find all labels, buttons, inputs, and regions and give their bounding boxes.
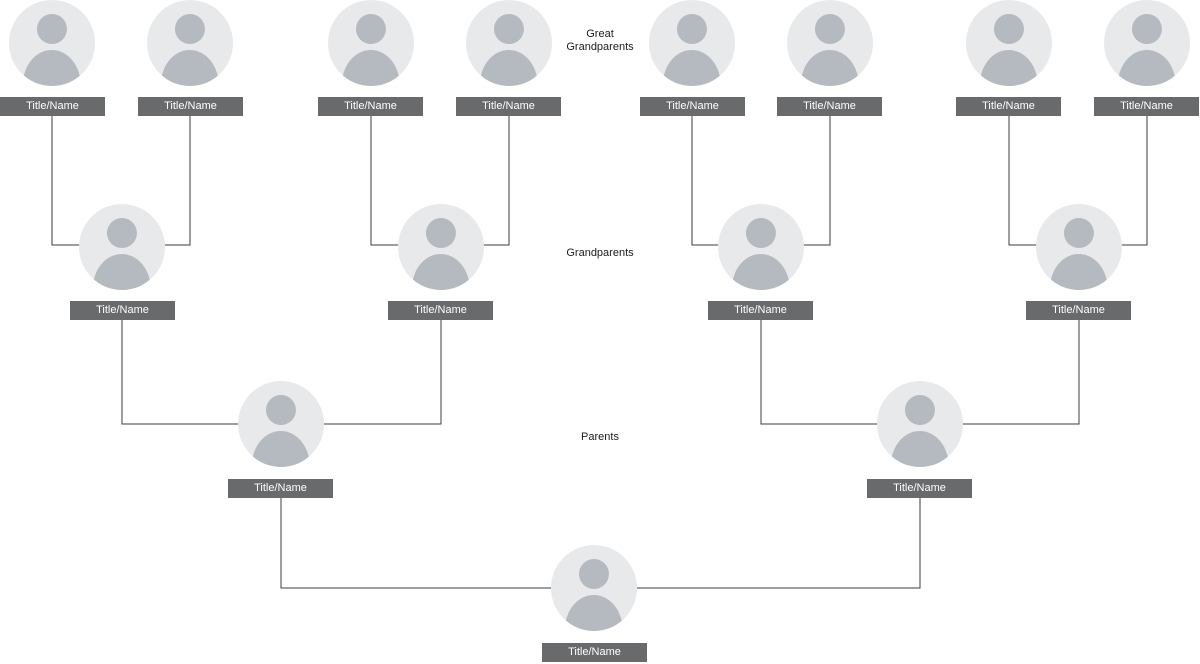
person-avatar[interactable] bbox=[466, 0, 552, 86]
user-silhouette-icon bbox=[966, 0, 1052, 86]
person-avatar[interactable] bbox=[877, 381, 963, 467]
user-silhouette-icon bbox=[238, 381, 324, 467]
person-name-label[interactable]: Title/Name bbox=[456, 97, 561, 116]
person-avatar[interactable] bbox=[787, 0, 873, 86]
person-name-label[interactable]: Title/Name bbox=[956, 97, 1061, 116]
person-avatar[interactable] bbox=[79, 204, 165, 290]
person-name-label[interactable]: Title/Name bbox=[388, 301, 493, 320]
user-silhouette-icon bbox=[787, 0, 873, 86]
person-avatar[interactable] bbox=[551, 545, 637, 631]
person-name-label[interactable]: Title/Name bbox=[640, 97, 745, 116]
user-silhouette-icon bbox=[328, 0, 414, 86]
person-name-label[interactable]: Title/Name bbox=[1026, 301, 1131, 320]
person-avatar[interactable] bbox=[1036, 204, 1122, 290]
user-silhouette-icon bbox=[79, 204, 165, 290]
person-name-label[interactable]: Title/Name bbox=[542, 643, 647, 662]
person-name-label[interactable]: Title/Name bbox=[228, 479, 333, 498]
user-silhouette-icon bbox=[1036, 204, 1122, 290]
person-name-label[interactable]: Title/Name bbox=[867, 479, 972, 498]
person-avatar[interactable] bbox=[9, 0, 95, 86]
user-silhouette-icon bbox=[147, 0, 233, 86]
person-name-label[interactable]: Title/Name bbox=[70, 301, 175, 320]
user-silhouette-icon bbox=[1104, 0, 1190, 86]
person-name-label[interactable]: Title/Name bbox=[1094, 97, 1199, 116]
person-avatar[interactable] bbox=[649, 0, 735, 86]
person-name-label[interactable]: Title/Name bbox=[777, 97, 882, 116]
person-name-label[interactable]: Title/Name bbox=[0, 97, 105, 116]
person-avatar[interactable] bbox=[966, 0, 1052, 86]
person-name-label[interactable]: Title/Name bbox=[708, 301, 813, 320]
person-name-label[interactable]: Title/Name bbox=[318, 97, 423, 116]
user-silhouette-icon bbox=[9, 0, 95, 86]
person-avatar[interactable] bbox=[398, 204, 484, 290]
person-avatar[interactable] bbox=[147, 0, 233, 86]
person-name-label[interactable]: Title/Name bbox=[138, 97, 243, 116]
user-silhouette-icon bbox=[551, 545, 637, 631]
user-silhouette-icon bbox=[877, 381, 963, 467]
user-silhouette-icon bbox=[466, 0, 552, 86]
user-silhouette-icon bbox=[398, 204, 484, 290]
user-silhouette-icon bbox=[718, 204, 804, 290]
row-caption-grandparents[interactable]: Grandparents bbox=[566, 247, 634, 259]
user-silhouette-icon bbox=[649, 0, 735, 86]
person-avatar[interactable] bbox=[718, 204, 804, 290]
person-avatar[interactable] bbox=[238, 381, 324, 467]
person-avatar[interactable] bbox=[328, 0, 414, 86]
row-caption-great-grandparents[interactable]: Great Grandparents bbox=[566, 28, 634, 53]
person-avatar[interactable] bbox=[1104, 0, 1190, 86]
row-caption-parents[interactable]: Parents bbox=[581, 431, 619, 443]
